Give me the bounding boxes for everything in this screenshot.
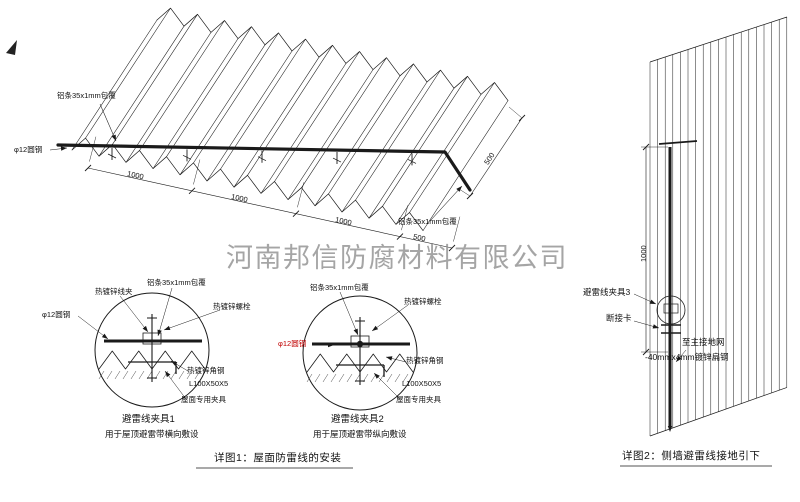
label-round-steel-roof: φ12圆钢 <box>14 145 43 154</box>
wall-label-clamp3: 避雷线夹具3 <box>583 287 631 297</box>
d1-label-angle-spec: L100X50X5 <box>189 379 229 388</box>
wall-label-flat-steel: -40mmx4mm镀锌扁钢 <box>645 352 729 362</box>
d2-subtitle: 用于屋顶避雷带纵向敷设 <box>313 429 407 439</box>
d2-label-round-steel: φ12圆钢 <box>278 339 307 348</box>
d2-label-angle-spec: L100X50X5 <box>402 379 442 388</box>
d1-title: 避雷线夹具1 <box>122 414 175 425</box>
wall-dim-1000: 1000 <box>639 245 648 262</box>
d2-title: 避雷线夹具2 <box>331 414 384 425</box>
d1-subtitle: 用于屋顶避雷带横向敷设 <box>105 429 199 439</box>
caption-detail1: 详图1：屋面防雷线的安装 <box>214 452 342 464</box>
label-aluminum-strip-bottom: 铝条35x1mm包覆 <box>398 217 457 226</box>
d2-label-angle-steel: 热镀锌角钢 <box>406 356 444 365</box>
d1-label-fixture: 屋面专用夹具 <box>181 395 226 404</box>
wall-label-to-ground: 至主接地网 <box>682 337 725 347</box>
d1-label-wire-clamp: 热镀锌线夹 <box>95 287 133 296</box>
detail-circle-2 <box>302 291 418 411</box>
company-watermark: 河南邦信防腐材料有限公司 <box>226 243 568 273</box>
d2-label-strip: 铝条35x1mm包覆 <box>310 283 369 292</box>
label-aluminum-strip-top: 铝条35x1mm包覆 <box>57 91 116 100</box>
d1-label-angle-steel: 热镀锌角钢 <box>187 366 225 375</box>
corner-mark <box>6 40 17 55</box>
d1-label-bolt: 热镀锌螺栓 <box>213 302 251 311</box>
caption-rules <box>196 465 772 469</box>
d2-label-fixture: 屋面专用夹具 <box>396 395 441 404</box>
wall-diagram <box>633 16 788 437</box>
caption-detail2: 详图2：侧墙避雷线接地引下 <box>622 450 761 462</box>
d2-label-bolt: 热镀锌螺栓 <box>404 297 442 306</box>
roof-diagram <box>6 7 526 252</box>
detail-circle-1 <box>77 287 221 408</box>
d1-label-strip: 铝条35x1mm包覆 <box>147 278 206 287</box>
d1-label-round-steel: φ12圆钢 <box>42 310 71 319</box>
wall-label-disconnect: 断接卡 <box>606 313 632 323</box>
